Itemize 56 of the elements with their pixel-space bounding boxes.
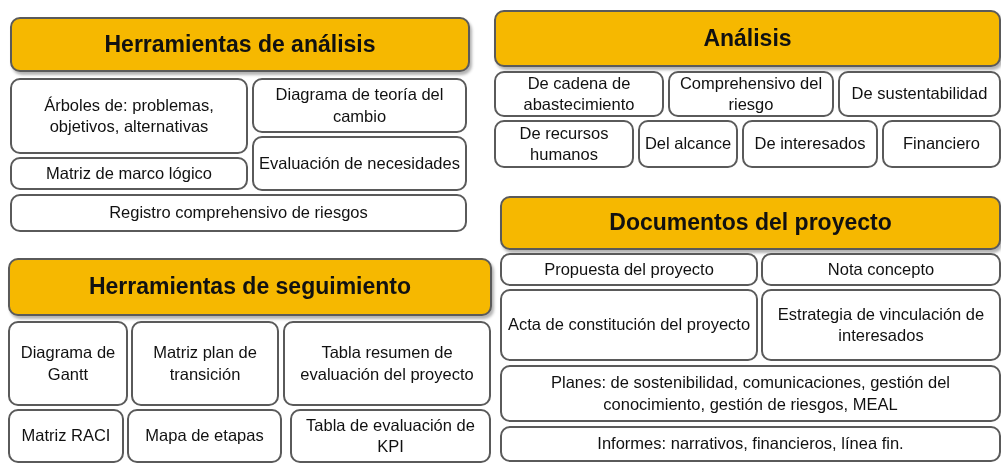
item-label: De interesados (754, 133, 866, 155)
item-card (500, 289, 758, 361)
item-label: Evaluación de necesidades (259, 152, 460, 174)
item-card (761, 253, 1001, 286)
item-card (10, 157, 248, 190)
item-label: Mapa de etapas (145, 425, 264, 447)
section-title: Herramientas de análisis (104, 29, 376, 59)
item-card (882, 120, 1001, 168)
item-label: Comprehensivo del riesgo (678, 72, 824, 115)
item-label: Tabla de evaluación de KPI (305, 414, 476, 457)
item-card (500, 365, 1001, 422)
item-label: Planes: de sostenibilidad, comunicaciones, gestión del conocimiento, gestión de riesgos, MEAL (550, 372, 951, 415)
item-label: Nota concepto (827, 258, 935, 280)
item-card (8, 321, 128, 406)
item-card (10, 78, 248, 154)
item-card (290, 409, 491, 463)
item-card (283, 321, 491, 406)
item-label: De cadena de abastecimiento (522, 72, 636, 115)
item-card (761, 289, 1001, 361)
item-card (500, 253, 758, 286)
item-label: Matriz plan de transición (152, 342, 258, 385)
item-label: Informes: narrativos, financieros, línea fin. (597, 433, 904, 455)
item-label: Del alcance (644, 133, 732, 155)
section-header (10, 17, 470, 72)
item-card (838, 71, 1001, 117)
item-label: Árboles de: problemas, objetivos, alternativas (43, 94, 215, 137)
item-label: Diagrama de teoría del cambio (274, 84, 445, 127)
item-card (252, 136, 467, 191)
item-label: Propuesta del proyecto (544, 258, 714, 280)
section-title: Herramientas de seguimiento (88, 272, 412, 302)
item-label: De sustentabilidad (851, 83, 988, 105)
item-card (494, 71, 664, 117)
item-card (10, 194, 467, 232)
item-card (252, 78, 467, 133)
item-label: Registro comprehensivo de riesgos (109, 202, 368, 224)
section-header (500, 196, 1001, 250)
section-title: Documentos del proyecto (609, 208, 892, 238)
item-label: Estrategia de vinculación de interesados (776, 303, 986, 346)
item-card (668, 71, 834, 117)
item-card (742, 120, 878, 168)
item-card (638, 120, 738, 168)
item-card (127, 409, 282, 463)
item-label: Tabla resumen de evaluación del proyecto (299, 342, 475, 385)
item-card (500, 426, 1001, 462)
section-title: Análisis (703, 23, 792, 53)
item-label: Financiero (902, 133, 980, 155)
item-label: Matriz de marco lógico (46, 162, 212, 184)
item-card (131, 321, 279, 406)
section-header (8, 258, 492, 316)
item-label: De recursos humanos (518, 122, 610, 165)
item-card (494, 120, 634, 168)
item-card (8, 409, 124, 463)
item-label: Diagrama de Gantt (19, 342, 117, 385)
item-label: Matriz RACI (21, 425, 111, 447)
item-label: Acta de constitución del proyecto (507, 314, 751, 336)
section-header (494, 10, 1001, 67)
